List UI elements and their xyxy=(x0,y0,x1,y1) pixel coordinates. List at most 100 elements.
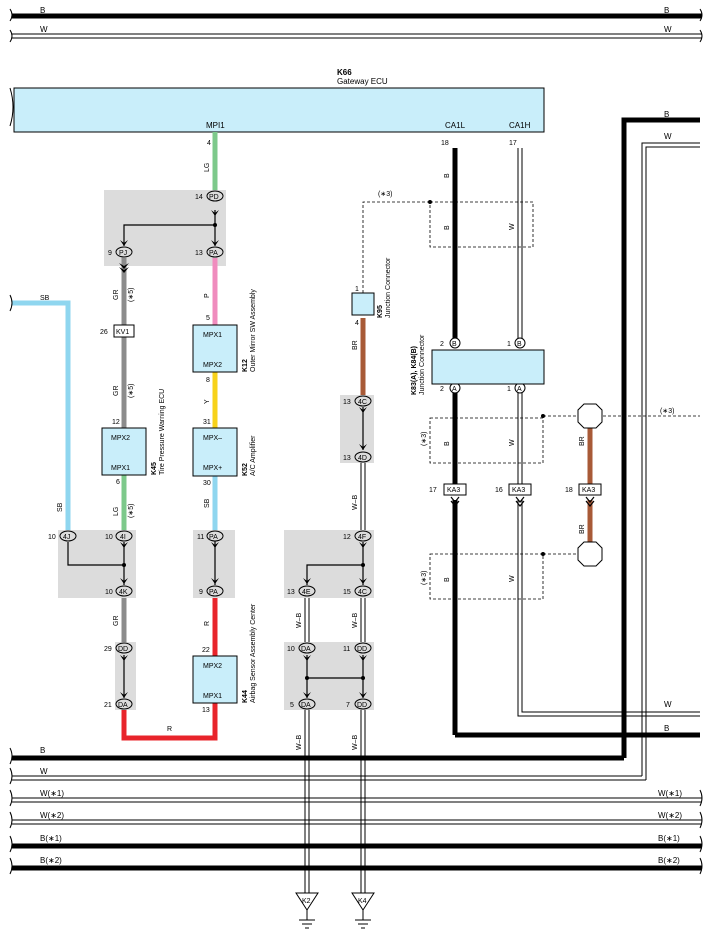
k83-code: K83(A), K84(B) xyxy=(411,346,418,395)
k44-code: K44 xyxy=(242,690,249,703)
bus-label-w1: W(∗1) xyxy=(40,789,64,798)
component-k52: MPX– MPX+ 31 30 K52 A/C Amplifier xyxy=(192,419,257,487)
svg-text:15: 15 xyxy=(343,589,351,596)
bus-label-w2-right: W(∗2) xyxy=(658,811,682,820)
svg-text:12: 12 xyxy=(343,534,351,541)
svg-text:MPX+: MPX+ xyxy=(203,465,222,472)
svg-text:MPX–: MPX– xyxy=(203,435,222,442)
k95-name: Junction Connector xyxy=(385,257,392,318)
gateway-pin-mpi1: MPI1 xyxy=(206,121,225,130)
svg-text:B: B xyxy=(444,577,451,582)
gateway-pin-ca1l: CA1L xyxy=(445,121,466,130)
conn-b-2: B2 xyxy=(440,337,461,349)
ka3-connectors: KA3 17 KA3 16 KA3 18 xyxy=(429,483,602,507)
svg-text:R: R xyxy=(204,621,211,626)
svg-text:LG: LG xyxy=(113,507,120,516)
k12-name: Outer Mirror SW Assembly xyxy=(250,289,257,372)
svg-text:5: 5 xyxy=(206,315,210,322)
conn-4c-15: 4C 15 xyxy=(343,585,372,597)
svg-text:PJ: PJ xyxy=(119,250,127,257)
svg-text:SB: SB xyxy=(204,498,211,508)
svg-text:(∗5): (∗5) xyxy=(128,288,135,302)
svg-text:KA3: KA3 xyxy=(582,487,595,494)
svg-text:(∗3): (∗3) xyxy=(660,408,674,415)
svg-text:13: 13 xyxy=(195,250,203,257)
svg-text:1: 1 xyxy=(507,341,511,348)
svg-text:DD: DD xyxy=(118,646,128,653)
svg-text:22: 22 xyxy=(202,647,210,654)
svg-text:10: 10 xyxy=(105,534,113,541)
top-bus-w-label-left: W xyxy=(40,25,48,34)
svg-text:MPX2: MPX2 xyxy=(203,663,222,670)
svg-text:29: 29 xyxy=(104,646,112,653)
svg-text:B: B xyxy=(517,341,522,348)
svg-text:W: W xyxy=(509,575,516,582)
svg-text:10: 10 xyxy=(48,534,56,541)
svg-text:MPX1: MPX1 xyxy=(111,465,130,472)
component-k12: MPX1 MPX2 5 8 K12 Outer Mirror SW Assemb… xyxy=(192,289,257,384)
svg-text:(∗3): (∗3) xyxy=(421,571,428,585)
conn-b-1: B1 xyxy=(507,337,526,349)
top-bus-b-label-left: B xyxy=(40,6,45,15)
svg-text:1: 1 xyxy=(355,286,359,293)
top-bus-b-label-right: B xyxy=(664,6,669,15)
svg-text:31: 31 xyxy=(203,419,211,426)
svg-text:B: B xyxy=(444,225,451,230)
component-k44: MPX2 MPX1 22 13 K44 Airbag Sensor Assemb… xyxy=(192,603,257,714)
svg-text:Y: Y xyxy=(204,399,211,404)
gateway-ecu: K66 Gateway ECU MPI1 CA1L CA1H 4 18 17 xyxy=(9,68,545,147)
svg-text:KA3: KA3 xyxy=(447,487,460,494)
svg-text:4C: 4C xyxy=(358,589,367,596)
svg-text:W–B: W–B xyxy=(296,613,303,629)
svg-text:(∗3): (∗3) xyxy=(378,191,392,198)
svg-text:W–B: W–B xyxy=(352,495,359,511)
k45-code: K45 xyxy=(151,462,158,475)
gateway-pin-4: 4 xyxy=(207,140,211,147)
svg-text:18: 18 xyxy=(565,487,573,494)
right-line-b-label-bottom: B xyxy=(664,724,669,733)
svg-text:7: 7 xyxy=(346,702,350,709)
conn-4c-13: 4C 13 xyxy=(343,395,372,407)
svg-text:8: 8 xyxy=(206,377,210,384)
svg-text:9: 9 xyxy=(199,589,203,596)
svg-text:B: B xyxy=(444,173,451,178)
wire-labels: LG P Y SB R GR (∗5) GR (∗5) LG (∗5) GR S… xyxy=(40,163,674,750)
octagon-terminals xyxy=(577,403,603,567)
svg-text:W–B: W–B xyxy=(296,735,303,751)
svg-text:4C: 4C xyxy=(358,399,367,406)
svg-text:A: A xyxy=(517,386,522,393)
svg-text:4J: 4J xyxy=(63,534,70,541)
svg-text:SB: SB xyxy=(40,295,50,302)
k95-code: K95 xyxy=(377,305,384,318)
top-bus-w-label-right: W xyxy=(664,25,672,34)
svg-text:MPX2: MPX2 xyxy=(203,362,222,369)
bus-label-b2: B(∗2) xyxy=(40,856,62,865)
svg-text:1: 1 xyxy=(507,386,511,393)
svg-text:DD: DD xyxy=(357,702,367,709)
svg-text:A: A xyxy=(452,386,457,393)
svg-text:DA: DA xyxy=(301,702,311,709)
svg-text:BR: BR xyxy=(579,524,586,534)
svg-text:16: 16 xyxy=(495,487,503,494)
right-line-w-label-bottom: W xyxy=(664,700,672,709)
bus-label-w1-right: W(∗1) xyxy=(658,789,682,798)
svg-text:13: 13 xyxy=(202,707,210,714)
svg-text:13: 13 xyxy=(343,399,351,406)
component-k95: 1 4 K95 Junction Connector xyxy=(351,257,392,327)
bus-label-b: B xyxy=(40,746,45,755)
svg-text:MPX2: MPX2 xyxy=(111,435,130,442)
svg-text:13: 13 xyxy=(287,589,295,596)
gateway-pin-ca1h: CA1H xyxy=(509,121,531,130)
svg-text:DA: DA xyxy=(118,702,128,709)
svg-text:(∗5): (∗5) xyxy=(128,384,135,398)
k52-name: A/C Amplifier xyxy=(250,435,257,476)
gateway-pin-18: 18 xyxy=(441,140,449,147)
svg-text:W: W xyxy=(509,439,516,446)
conn-pa-9: PA9 xyxy=(199,585,224,597)
right-line-b-label-top: B xyxy=(664,110,669,119)
bus-label-b1-right: B(∗1) xyxy=(658,834,680,843)
svg-text:2: 2 xyxy=(440,386,444,393)
